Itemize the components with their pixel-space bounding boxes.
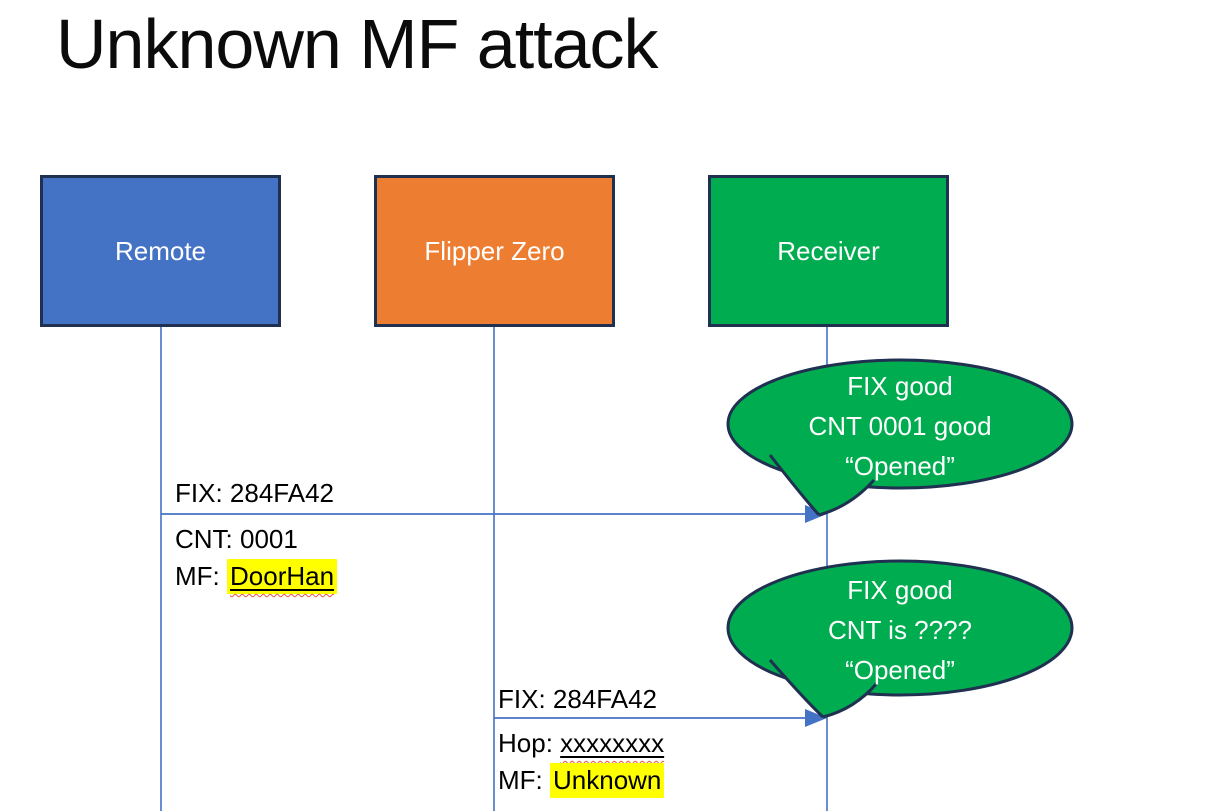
callout-tail-fill-1 [770,455,874,515]
message-2-hop-squiggle: xxxxxxxx [560,728,664,758]
callout-bubble-1 [726,358,1074,517]
callout-ellipse-1 [726,358,1074,490]
callout-1-line-3: “Opened” [845,451,955,481]
message-1-label-fix: FIX: 284FA42 [175,478,334,508]
callout-tail-fill-2 [770,660,877,717]
message-2-hop-prefix: Hop: [498,728,561,758]
message-1-cnt-prefix: CNT: [175,524,240,554]
message-1-mf-prefix: MF: [175,561,227,591]
message-1-label-mf: MF: DoorHan [175,558,338,594]
arrowhead-icon-2 [805,709,827,727]
actor-label-flipper-zero: Flipper Zero [424,235,565,266]
message-2-hop-value: xxxxxxxx [560,728,665,758]
callout-tail-edge-right-2 [822,682,879,719]
message-2-label-hop: Hop: xxxxxxxx [498,725,664,761]
callout-tail-edge-left-2 [768,659,825,719]
message-2-label-mf: MF: Unknown [498,762,665,798]
actor-box-receiver: Receiver [708,175,949,327]
message-1-cnt-value: 0001 [240,524,298,554]
message-1-label-cnt: CNT: 0001 [175,521,298,557]
callout-1-line-2: CNT 0001 good [808,411,992,441]
message-1-mf-value-highlighted: DoorHan [227,559,338,594]
callout-ellipse-2 [726,559,1074,697]
callout-2-line-3: “Opened” [845,655,955,685]
arrowhead-icon-1 [805,505,827,523]
actor-label-remote: Remote [114,235,207,266]
page-title: Unknown MF attack [56,5,659,83]
callout-2-line-2: CNT is ???? [827,615,973,645]
actor-box-remote: Remote [40,175,281,327]
callout-tail-edge-right-1 [818,479,876,517]
message-2-mf-prefix: MF: [498,765,550,795]
callout-2-line-1: FIX good [847,575,953,605]
callout-1-line-1: FIX good [847,371,953,401]
callout-1-text: FIX good CNT 0001 good “Opened” [740,366,1060,486]
actor-label-receiver: Receiver [777,235,880,266]
message-2-mf-value-highlighted: Unknown [550,763,665,798]
message-1-mf-squiggle: DoorHan [227,559,338,594]
actor-box-flipper-zero: Flipper Zero [374,175,615,327]
callout-2-text: FIX good CNT is ???? “Opened” [740,570,1060,690]
callout-tail-edge-left-1 [768,454,821,517]
callout-bubble-2 [726,559,1074,719]
message-2-label-fix: FIX: 284FA42 [498,684,657,714]
